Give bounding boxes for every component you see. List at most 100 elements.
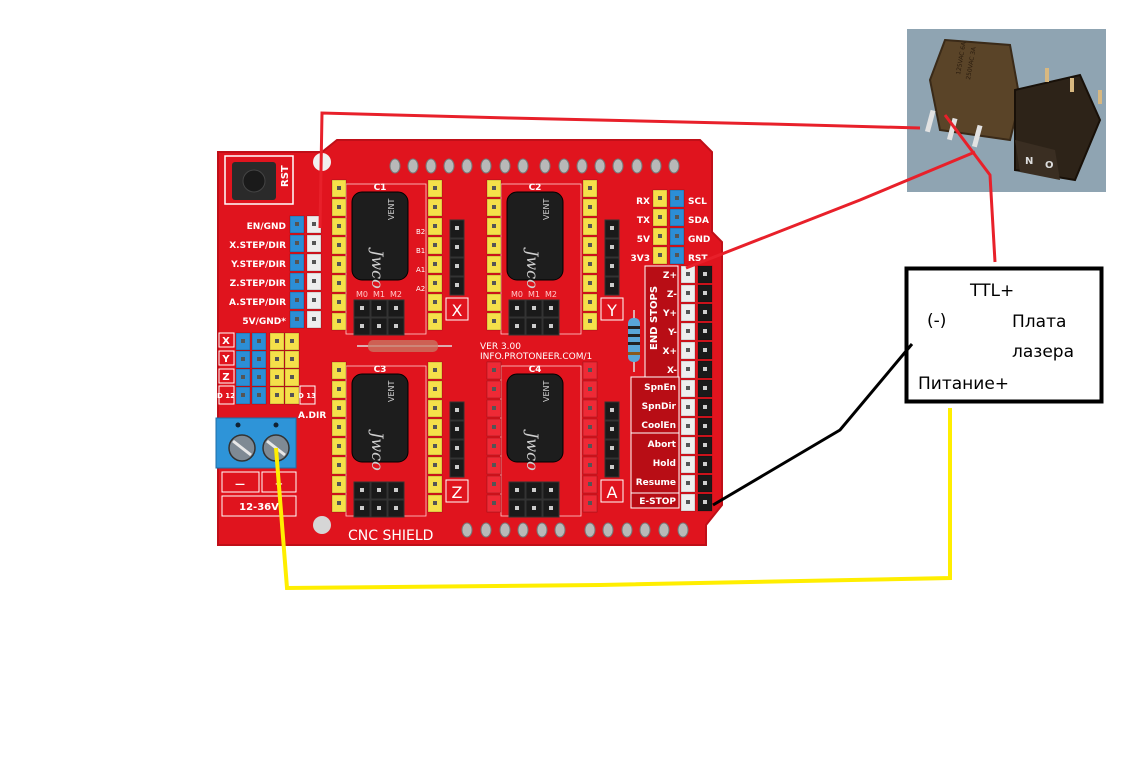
microstep-jumpers[interactable] [353, 299, 405, 336]
clone-label-x: X [222, 336, 230, 347]
motor-coil-header[interactable] [604, 401, 620, 478]
black-header-pin [697, 455, 713, 474]
capacitor-brand: Jwco [523, 429, 542, 471]
control-label-spndir: SpnDir [642, 402, 677, 412]
black-header-pin [697, 360, 713, 379]
driver-header-pin [486, 456, 502, 475]
driver-header-pin [582, 179, 598, 198]
white-header-pin [306, 291, 322, 310]
pin-label-5v: 5V [637, 235, 650, 245]
driver-header-pin [486, 399, 502, 418]
capacitor-label: C4 [529, 365, 542, 375]
reset-label: RST [280, 165, 291, 187]
white-header-pin [680, 341, 696, 360]
diode-component [357, 340, 452, 352]
terminal-voltage-label: 12-36V [239, 502, 279, 513]
arduino-pin-hole [443, 158, 455, 174]
motor-coil-header[interactable] [449, 219, 465, 296]
wires [274, 111, 997, 591]
driver-header-pin [427, 494, 443, 513]
white-header-pin [680, 474, 696, 493]
axis-label-a: A [607, 483, 618, 502]
black-header-pin [697, 493, 713, 512]
reset-button[interactable]: RST [224, 155, 294, 205]
clone-label-z: Z [222, 372, 229, 383]
driver-header-pin [486, 361, 502, 380]
black-header-pin [697, 417, 713, 436]
coil-label: B2 [416, 228, 425, 236]
arduino-pin-hole [602, 522, 614, 538]
white-header-pin [306, 253, 322, 272]
microstep-jumpers[interactable] [353, 481, 405, 518]
blue-header-pin [289, 272, 305, 291]
red-wire-z-endstop-to-switch [685, 150, 976, 270]
white-header-pin [306, 272, 322, 291]
rocker-switch-1: 125VAC 6A 250VAC 3A [924, 38, 1022, 148]
yellow-header-pin [284, 350, 300, 369]
capacitor-brand: Jwco [368, 247, 387, 289]
black-header-pin [697, 436, 713, 455]
driver-header-pin [331, 399, 347, 418]
arduino-pin-hole [389, 158, 401, 174]
capacitor-brand: Jwco [368, 429, 387, 471]
driver-header-pin [582, 312, 598, 331]
microstep-jumpers[interactable] [508, 481, 560, 518]
control-label-hold: Hold [653, 459, 676, 469]
pin-label-rst: RST [688, 254, 708, 264]
arduino-pin-hole [650, 158, 662, 174]
yellow-header-pin [652, 227, 668, 246]
driver-header-pin [427, 380, 443, 399]
blue-header-pin [251, 350, 267, 369]
pin-label-gnd: GND [688, 235, 710, 245]
black-header-pin [697, 474, 713, 493]
driver-header-pin [331, 312, 347, 331]
endstops-title: END STOPS [649, 286, 660, 350]
yellow-header-pin [652, 208, 668, 227]
yellow-header-pin [652, 189, 668, 208]
black-header-pin [697, 303, 713, 322]
blue-header-pin [251, 386, 267, 405]
driver-header-pin [331, 418, 347, 437]
driver-header-pin [486, 179, 502, 198]
driver-header-pin [427, 312, 443, 331]
right-header-pins [680, 265, 713, 512]
driver-header-pin [331, 217, 347, 236]
microstep-label: M2 [545, 290, 557, 299]
microstep-label: M0 [356, 290, 368, 299]
motor-coil-header[interactable] [604, 219, 620, 296]
arduino-pin-hole [480, 158, 492, 174]
cnc-shield-board: RST EN/GND X.STEP/DIR Y.STEP/DIR Z.STEP/… [215, 139, 723, 546]
microstep-jumpers[interactable] [508, 299, 560, 336]
yellow-header-pin [269, 368, 285, 387]
driver-header-pin [582, 361, 598, 380]
laser-minus-label: (-) [927, 311, 946, 331]
terminal-minus-label: — [235, 479, 245, 490]
endstop-label-y-plus: Y+ [662, 309, 677, 319]
yellow-header-pin [284, 368, 300, 387]
yellow-header-pin [269, 332, 285, 351]
blue-header-pin [235, 368, 251, 387]
arduino-pin-hole [554, 522, 566, 538]
driver-header-pin [582, 494, 598, 513]
driver-header-pin [582, 437, 598, 456]
laser-board-label-1: Плата [1012, 312, 1066, 332]
pin-label-x-step-dir: X.STEP/DIR [229, 241, 286, 251]
laser-board-label-2: лазера [1012, 342, 1074, 362]
white-header-pin [680, 455, 696, 474]
driver-header-pin [582, 255, 598, 274]
driver-header-pin [427, 236, 443, 255]
blue-header-pin [235, 350, 251, 369]
microstep-label: M2 [390, 290, 402, 299]
motor-coil-header[interactable] [449, 401, 465, 478]
mounting-hole [313, 516, 331, 534]
black-header-pin [697, 284, 713, 303]
black-header-pin [697, 341, 713, 360]
driver-header-pin [427, 179, 443, 198]
arduino-pin-hole [658, 522, 670, 538]
